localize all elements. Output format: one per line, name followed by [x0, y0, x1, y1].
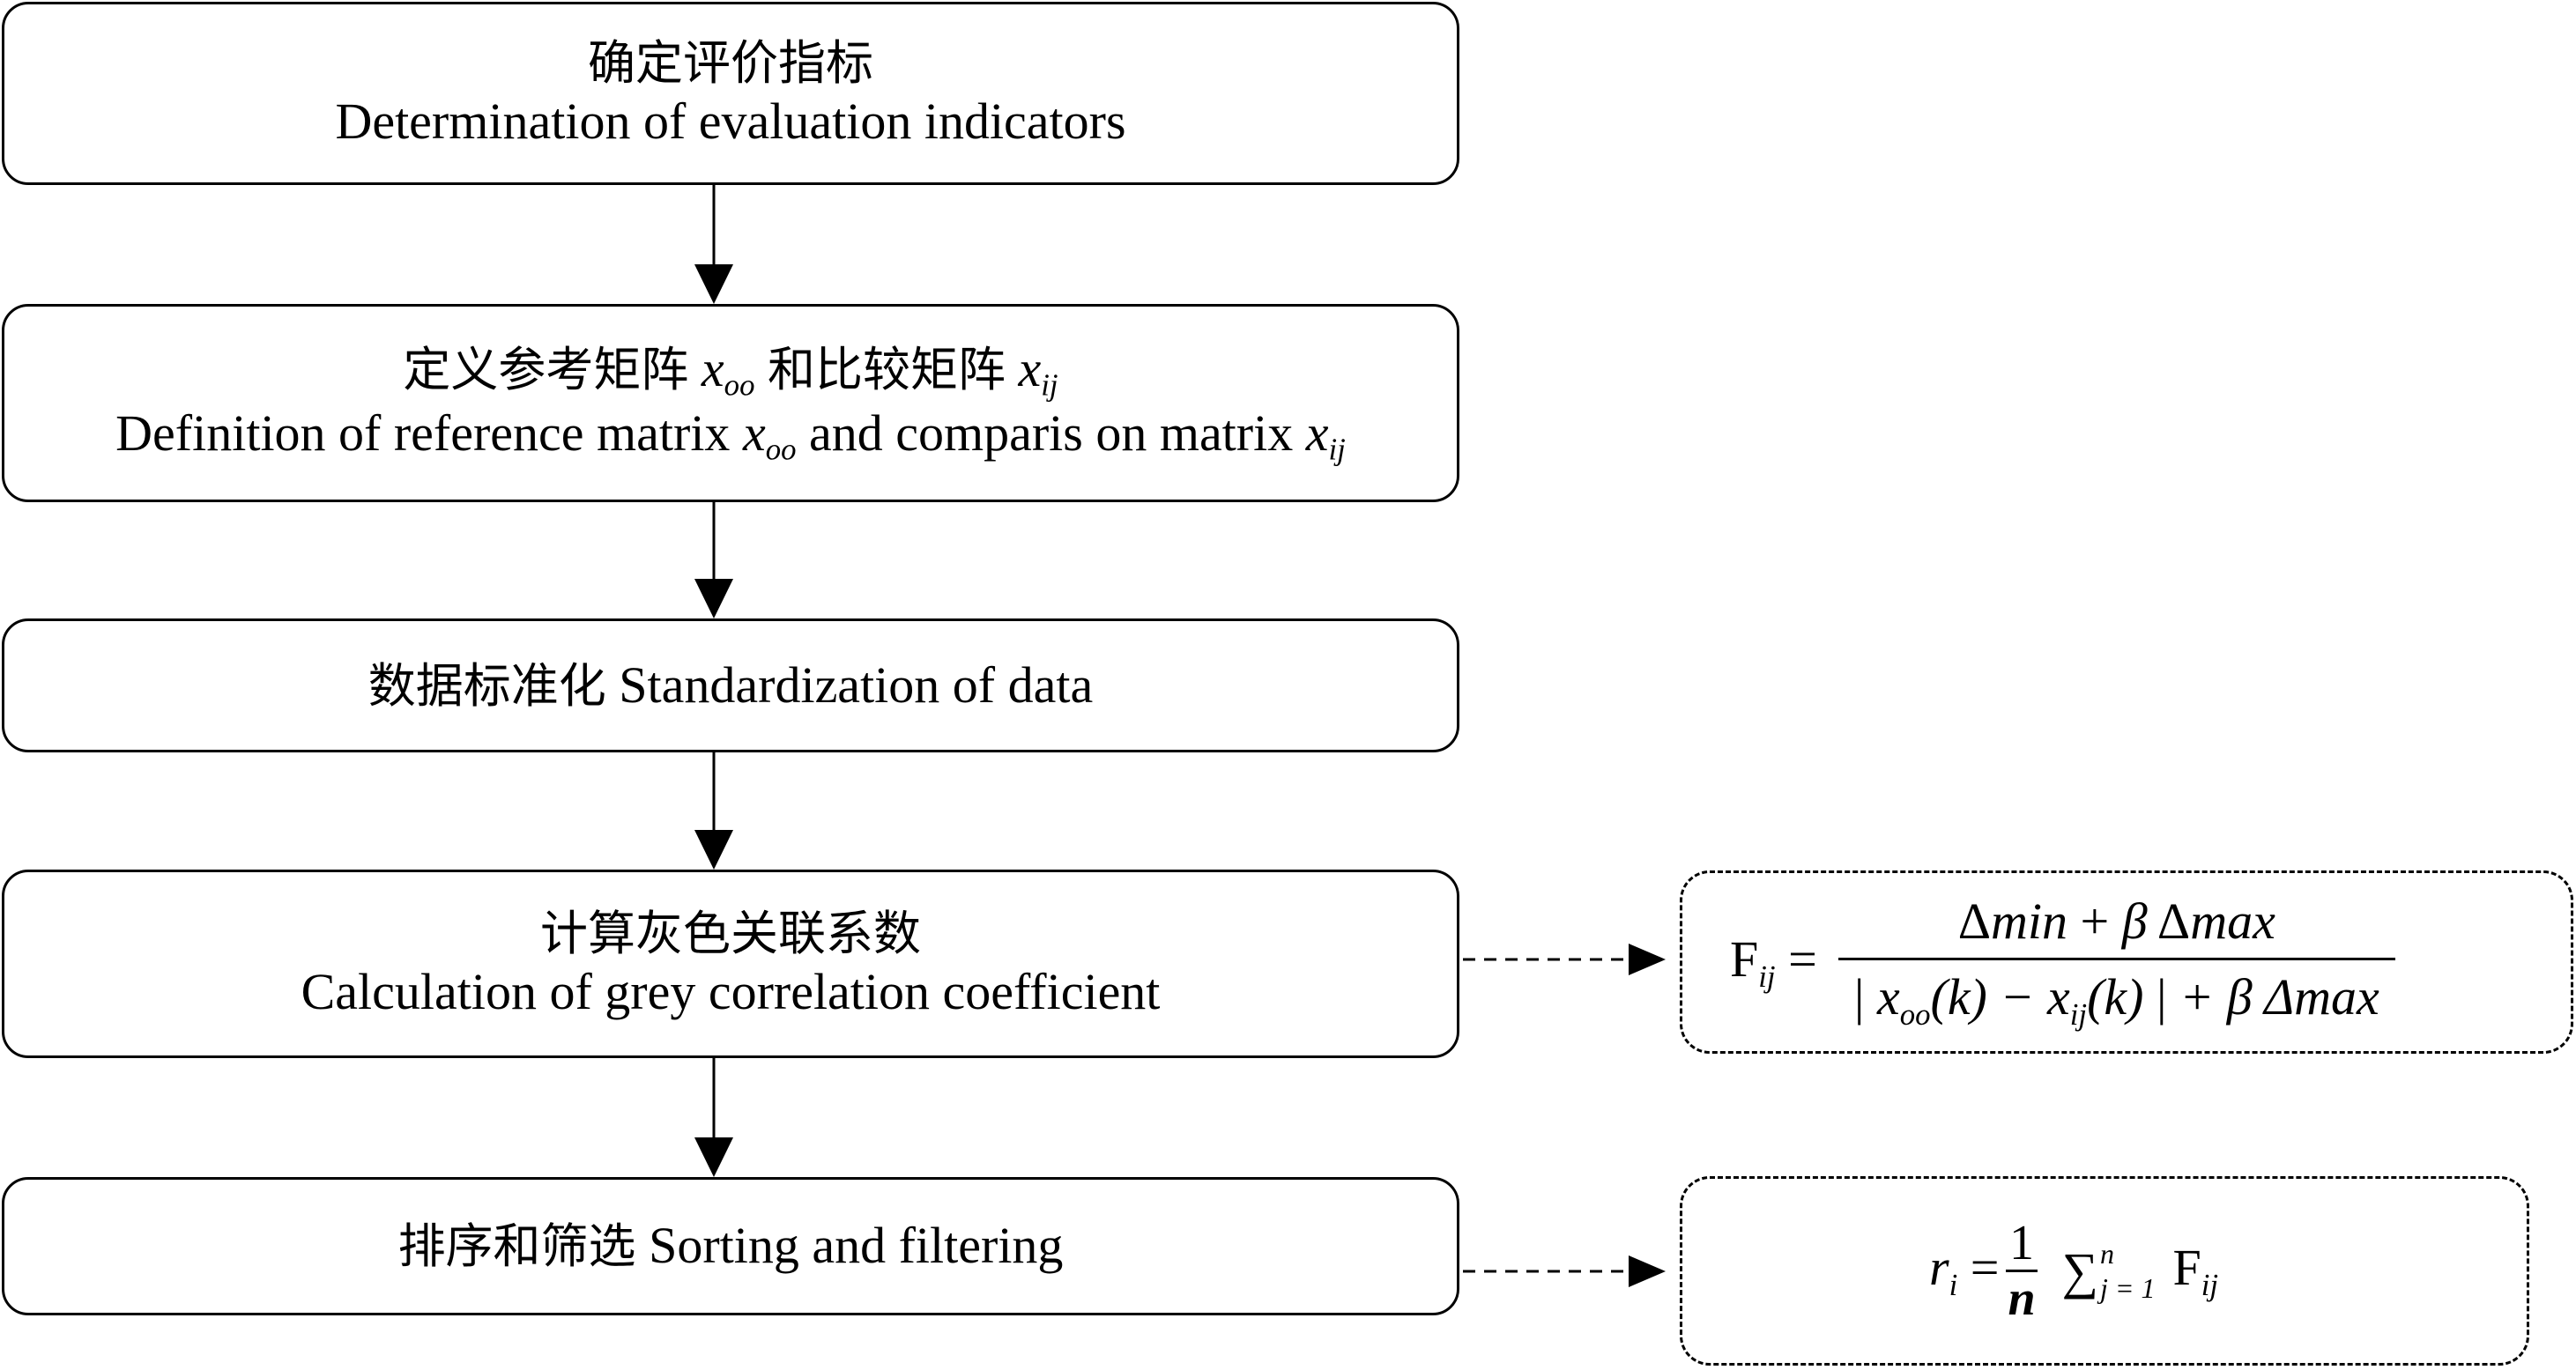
correlation-formula-body: Fij = Δmin + β Δmax | xoo(k) − xij(k) | … [1730, 873, 2395, 1051]
reference-matrix-symbol: xoo [701, 340, 755, 403]
reference-matrix-symbol-en: xoo [742, 404, 797, 466]
ranking-formula-fraction: 1 n [2006, 1216, 2038, 1326]
summation-symbol: ∑ n j = 1 [2061, 1238, 2156, 1304]
summation-limits: n j = 1 [2099, 1238, 2156, 1304]
step-5-label: 排序和筛选 Sorting and filtering [398, 1216, 1064, 1276]
step-determine-indicators: 确定评价指标 Determination of evaluation indic… [2, 2, 1459, 185]
step-2-chinese-label-a: 定义参考矩阵 [403, 342, 689, 398]
step-standardize-data: 数据标准化 Standardization of data [2, 618, 1459, 752]
step-2-english-label-b: and comparis on matrix [808, 404, 1294, 462]
step-3-english-label: Standardization of data [619, 655, 1094, 714]
step-2-chinese-line: 定义参考矩阵 xoo 和比较矩阵 xij [403, 339, 1058, 403]
step-2-english-line: Definition of reference matrix xoo and c… [115, 404, 1346, 467]
ranking-formula-body: ri = 1 n ∑ n j = 1 Fij [1929, 1179, 2218, 1363]
correlation-formula-fraction: Δmin + β Δmax | xoo(k) − xij(k) | + β Δm… [1837, 892, 2395, 1033]
dashed-arrow-to-correlation-formula [1463, 944, 1666, 975]
flow-arrow-4 [694, 1058, 733, 1177]
step-define-matrices: 定义参考矩阵 xoo 和比较矩阵 xij Definition of refer… [2, 304, 1459, 502]
step-5-chinese-label: 排序和筛选 [397, 1218, 636, 1275]
flow-arrow-2 [694, 502, 733, 618]
step-sort-and-filter: 排序和筛选 Sorting and filtering [2, 1177, 1459, 1315]
flow-arrow-1 [694, 185, 733, 304]
correlation-formula-numerator: Δmin + β Δmax [1957, 892, 2275, 950]
fraction-bar [1837, 957, 2395, 960]
step-1-english-label: Determination of evaluation indicators [335, 92, 1126, 150]
comparison-matrix-symbol-en: xij [1305, 404, 1346, 466]
correlation-formula-denominator: | xoo(k) − xij(k) | + β Δmax [1853, 967, 2379, 1033]
flow-arrow-3 [694, 752, 733, 870]
step-2-english-label-a: Definition of reference matrix [115, 404, 731, 462]
dashed-arrow-to-ranking-formula [1463, 1255, 1666, 1287]
comparison-matrix-symbol: xij [1018, 340, 1058, 403]
step-4-chinese-label: 计算灰色关联系数 [540, 905, 921, 961]
step-4-english-label: Calculation of grey correlation coeffici… [301, 962, 1161, 1020]
ranking-formula: ri = 1 n ∑ n j = 1 Fij [1680, 1176, 2529, 1366]
correlation-coefficient-formula: Fij = Δmin + β Δmax | xoo(k) − xij(k) | … [1680, 870, 2573, 1054]
ranking-formula-lhs: ri = [1929, 1239, 2000, 1303]
step-3-chinese-label: 数据标准化 [367, 657, 606, 714]
ranking-formula-rhs: Fij [2172, 1239, 2219, 1303]
step-calculate-grey-correlation: 计算灰色关联系数 Calculation of grey correlation… [2, 870, 1459, 1058]
step-2-chinese-label-b: 和比较矩阵 [767, 342, 1006, 398]
step-3-label: 数据标准化 Standardization of data [368, 655, 1093, 715]
step-5-english-label: Sorting and filtering [649, 1217, 1064, 1275]
correlation-formula-lhs: Fij = [1730, 929, 1817, 995]
step-1-chinese-label: 确定评价指标 [588, 34, 873, 91]
